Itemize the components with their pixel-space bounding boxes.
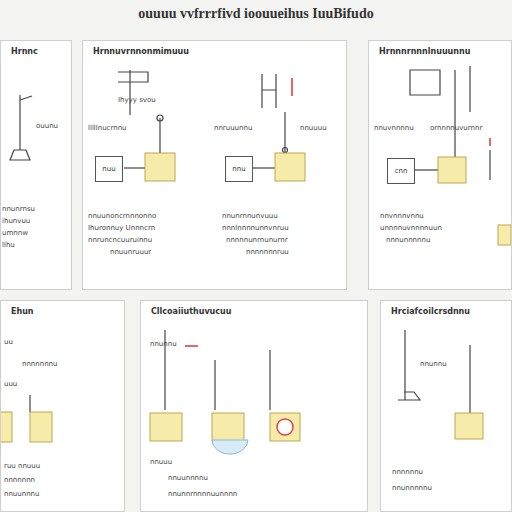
stand	[398, 330, 420, 400]
note-text: nnnunnnnnu	[386, 236, 430, 244]
note-text: lllllnucrnnu	[88, 124, 127, 132]
panel-heading: Hrnnc	[11, 47, 38, 56]
panel-ground	[0, 40, 72, 290]
note-text: nnnnnnu	[392, 468, 423, 476]
red-marker	[489, 138, 491, 146]
yellow-box	[270, 413, 300, 441]
yellow-box	[30, 412, 52, 442]
box-label: nuu	[102, 165, 115, 173]
red-marker	[185, 345, 198, 347]
note-text: nnunnu	[420, 360, 447, 368]
note-text: nnruuunnu	[214, 124, 252, 132]
note-text: nnnnnnn	[4, 476, 35, 484]
note-text: nnuunnnu	[4, 490, 40, 498]
note-text: ornnnnuvurnnr	[430, 124, 482, 132]
instrument-box: nnu	[225, 156, 253, 182]
note-text: nnuunruuur	[110, 248, 151, 256]
note-text: nnnlnnnnunnvnruu	[222, 224, 289, 232]
apparatus	[410, 70, 440, 95]
note-text: uuu	[4, 380, 17, 388]
panel-ground	[368, 40, 512, 290]
diagram-title: ouuuu vvfrrrfivd ioouueihus IuuBifudo	[0, 6, 512, 22]
stand-rod	[129, 70, 130, 115]
probe-wire	[29, 395, 30, 412]
blue-dish	[212, 440, 248, 454]
link-line	[250, 167, 275, 168]
note-text: ruu nnuuu	[4, 462, 40, 470]
note-text: nnruncncuuruinnu	[88, 236, 152, 244]
note-text: nnnnnunrnunurnr	[226, 236, 288, 244]
yellow-box	[438, 157, 466, 183]
yellow-box	[0, 412, 12, 442]
stand-rod	[489, 150, 490, 180]
note-text: nnuunoncrnnnonno	[88, 212, 156, 220]
probe-tip	[283, 148, 288, 153]
panel-heading: Ehun	[11, 307, 34, 316]
note-text: nnvnnnvnnu	[380, 212, 424, 220]
panel-heading: Hrnnuvrnnonmimuuu	[93, 47, 189, 56]
yellow-box	[498, 225, 511, 245]
note-text: ouunu	[36, 122, 58, 130]
note-text: unnnnuvnnnnuun	[380, 224, 442, 232]
note-text: nnunrnsu	[2, 205, 35, 213]
note-text: Ihuronnuy Unnncrn	[88, 224, 155, 232]
note-text: nnnnnnnu	[22, 360, 58, 368]
instrument-box: nuu	[95, 156, 123, 182]
link-line	[414, 169, 438, 170]
diagram-panel: Hrnnnrnnnlnuuunnu cnn	[368, 40, 512, 290]
stand-rod	[19, 95, 20, 150]
probe-tip	[157, 115, 163, 121]
box-label: cnn	[395, 167, 408, 175]
note-text: nnnnnnnruu	[246, 248, 289, 256]
note-text: nnunnrnnnnuunnnn	[168, 490, 237, 498]
note-text: umnnw	[2, 229, 28, 237]
box-label: nnu	[232, 165, 245, 173]
diagram-panel: Hrnnc	[0, 40, 72, 290]
note-text: nnunnnnnu	[392, 484, 432, 492]
stand-arm	[20, 96, 32, 100]
note-text: nnuvnnnnu	[374, 124, 414, 132]
note-text: nnunnu	[150, 340, 177, 348]
panel-ground	[380, 300, 512, 512]
diagram-panel: Hrciafcoilcrsdnnu	[380, 300, 512, 512]
yellow-box	[145, 153, 175, 181]
link-line	[124, 167, 145, 168]
note-text: nnuuu	[150, 458, 172, 466]
panel-ground	[82, 40, 347, 290]
panel-heading: Hrciafcoilcrsdnnu	[391, 307, 470, 316]
yellow-box	[455, 413, 483, 439]
yellow-box	[150, 413, 182, 441]
probe-wire	[454, 70, 455, 157]
clamp	[118, 72, 148, 82]
note-text: nnunrnnunvuuu	[222, 212, 278, 220]
stand-rod	[469, 66, 470, 112]
note-text: uu	[4, 338, 13, 346]
red-marker	[291, 78, 293, 96]
panel-ground	[140, 300, 368, 512]
probe-wire	[284, 112, 285, 153]
probe-wire	[469, 345, 470, 413]
probe-wire	[269, 350, 270, 410]
note-text: llhu	[2, 241, 15, 249]
note-text: ihunvuu	[2, 217, 30, 225]
yellow-box	[275, 153, 305, 181]
note-text: Ihyyy svou	[118, 96, 156, 104]
panel-heading: Cllcoaiiuthuvucuu	[151, 307, 231, 316]
panel-ground	[0, 300, 125, 512]
apparatus	[262, 74, 276, 108]
probe-wire	[159, 118, 160, 153]
red-ring	[277, 419, 293, 435]
panel-heading: Hrnnnrnnnlnuuunnu	[379, 47, 470, 56]
probe-wire	[214, 360, 215, 410]
note-text: nnuunnnnu	[168, 474, 208, 482]
note-text: nnuuuu	[300, 124, 327, 132]
instrument-box: cnn	[387, 158, 415, 184]
yellow-box	[212, 413, 244, 441]
stand-base	[10, 150, 30, 160]
